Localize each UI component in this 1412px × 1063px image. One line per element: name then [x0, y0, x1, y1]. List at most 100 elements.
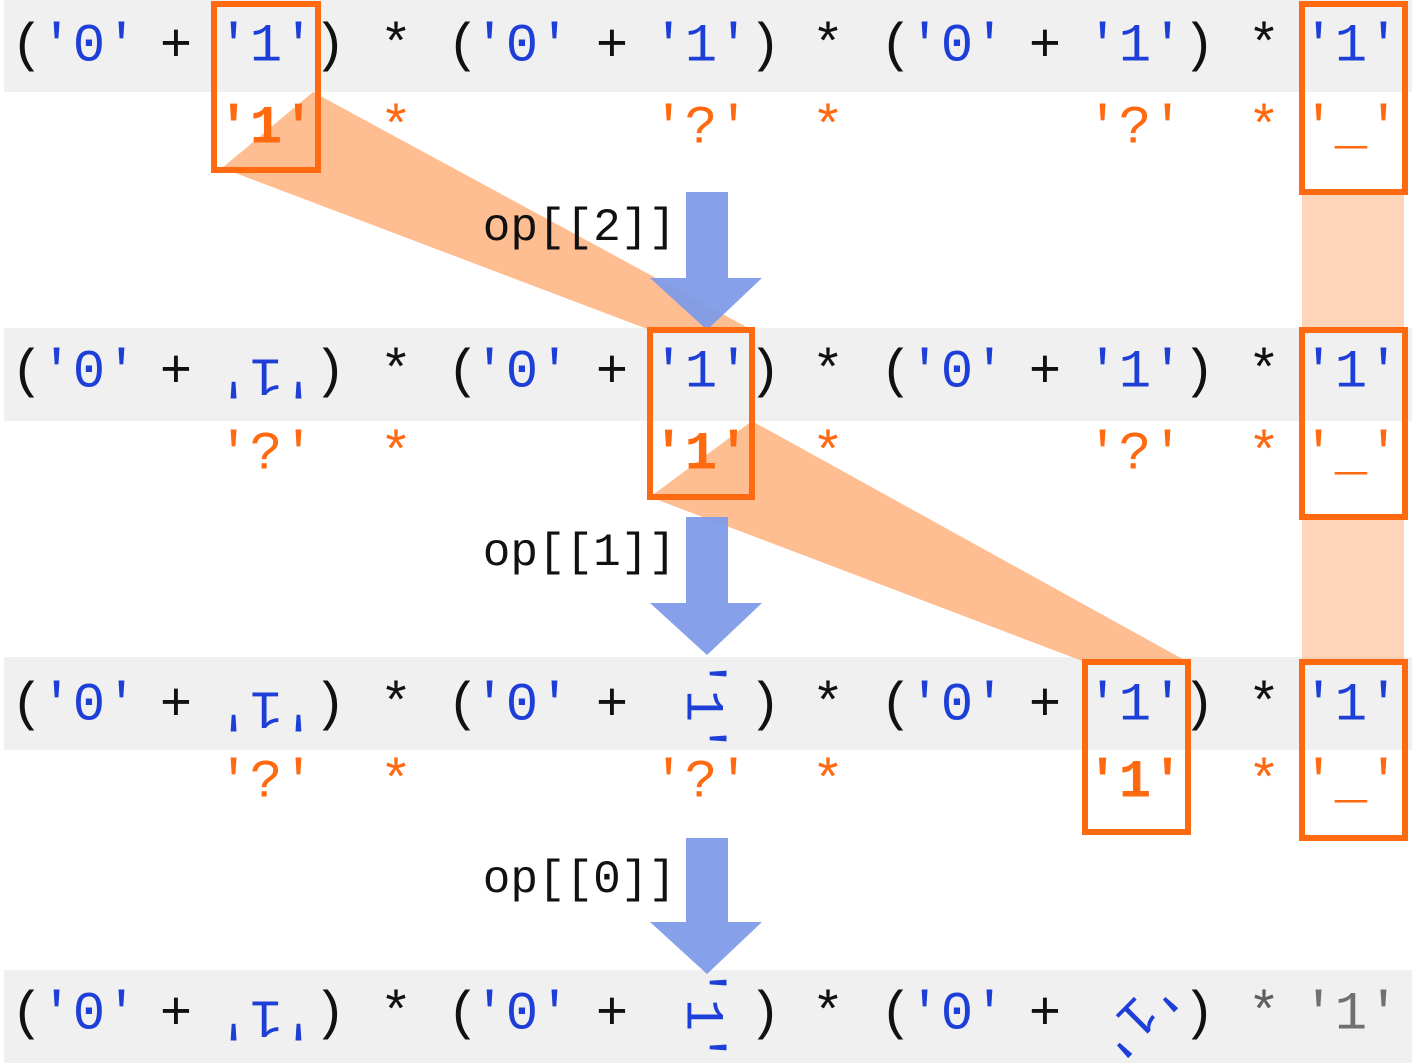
string-literal-token: '0' — [40, 17, 137, 78]
string-literal-token: '0' — [473, 985, 570, 1046]
multiply-operator: * — [812, 985, 844, 1046]
string-literal-token: '1' — [217, 985, 314, 1046]
annotation-token: '1' — [1086, 753, 1183, 814]
paren-token: ( — [447, 17, 479, 78]
paren-token: ) — [749, 985, 781, 1046]
string-literal-token: '1' — [671, 966, 732, 1063]
operation-label: op[[2]] — [483, 202, 676, 254]
paren-token: ) — [314, 985, 346, 1046]
highlight-box-5 — [1299, 327, 1408, 520]
plus-operator: + — [160, 985, 192, 1046]
step-arrows — [650, 192, 762, 974]
paren-token: ( — [11, 676, 43, 737]
paren-token: ) — [749, 676, 781, 737]
highlight-box-2 — [647, 327, 755, 500]
string-literal-token: '0' — [40, 985, 137, 1046]
annotation-token: '?' — [652, 753, 749, 814]
string-literal-token: '1' — [1086, 17, 1183, 78]
annotation-token: * — [1248, 99, 1280, 160]
annotation-token: * — [380, 99, 412, 160]
code-rows: ('0'+'1')*('0'+'1')*('0'+'1')*'1'('0'+'1… — [11, 17, 1400, 1063]
string-literal-token: '1' — [671, 657, 732, 754]
operation-labels: op[[2]]op[[1]]op[[0]] — [483, 202, 676, 906]
plus-operator: + — [1029, 676, 1061, 737]
highlight-box-1 — [211, 1, 321, 173]
string-literal-token: '0' — [473, 343, 570, 404]
string-literal-token: '0' — [40, 676, 137, 737]
paren-token: ( — [447, 676, 479, 737]
string-literal-token: '1' — [1086, 676, 1183, 737]
paren-token: ) — [1183, 343, 1215, 404]
string-literal-token: '1' — [1302, 676, 1399, 737]
multiply-operator: * — [380, 676, 412, 737]
string-literal-token: '0' — [908, 985, 1005, 1046]
string-literal-token: '0' — [40, 343, 137, 404]
multiply-operator: * — [380, 985, 412, 1046]
flow-bands — [222, 92, 1404, 662]
plus-operator: + — [160, 17, 192, 78]
flow-band-column-1 — [1302, 192, 1404, 330]
highlight-box-4 — [1299, 1, 1408, 195]
annotation-token: '_' — [1302, 753, 1399, 814]
string-literal-token: '1' — [217, 676, 314, 737]
paren-token: ( — [880, 985, 912, 1046]
paren-token: ) — [314, 676, 346, 737]
down-arrow-2 — [650, 517, 762, 655]
row-band-4 — [4, 970, 1412, 1063]
multiply-operator: * — [380, 17, 412, 78]
plus-operator: + — [1029, 343, 1061, 404]
annotation-token: '_' — [1302, 425, 1399, 486]
plus-operator: + — [160, 676, 192, 737]
paren-token: ) — [314, 343, 346, 404]
multiply-operator: * — [812, 343, 844, 404]
plus-operator: + — [1029, 17, 1061, 78]
paren-token: ( — [880, 17, 912, 78]
operation-label: op[[0]] — [483, 854, 676, 906]
plus-operator: + — [596, 676, 628, 737]
plus-operator: + — [596, 343, 628, 404]
flow-band-column-2 — [1302, 517, 1404, 662]
annotation-token: '_' — [1302, 99, 1399, 160]
down-arrow-1 — [650, 192, 762, 330]
annotation-token: * — [380, 425, 412, 486]
row-band-3 — [4, 657, 1412, 750]
row-band-1 — [4, 0, 1412, 92]
row-bands — [4, 0, 1412, 1063]
annotation-rows: '1'*'?'*'?'*'_''?'*'1'*'?'*'_''?'*'?'*'1… — [217, 99, 1399, 814]
paren-token: ( — [447, 343, 479, 404]
string-literal-token: '1' — [652, 17, 749, 78]
paren-token: ( — [880, 343, 912, 404]
string-literal-token: '1' — [1302, 17, 1399, 78]
string-literal-token: '1' — [652, 343, 749, 404]
string-literal-token: '1' — [1086, 343, 1183, 404]
string-literal-token: '0' — [473, 676, 570, 737]
plus-operator: + — [596, 985, 628, 1046]
annotation-token: '1' — [217, 99, 314, 160]
annotation-token: '?' — [217, 753, 314, 814]
annotation-token: '1' — [652, 425, 749, 486]
annotation-token: * — [812, 99, 844, 160]
paren-token: ) — [1183, 985, 1215, 1046]
annotation-token: '?' — [217, 425, 314, 486]
paren-token: ( — [447, 985, 479, 1046]
highlight-boxes — [211, 1, 1408, 841]
annotation-token: '?' — [1086, 99, 1183, 160]
multiply-operator: * — [1248, 343, 1280, 404]
string-literal-token: '1' — [217, 343, 314, 404]
multiply-operator: * — [1248, 985, 1280, 1046]
annotation-token: * — [812, 425, 844, 486]
string-literal-token: '0' — [908, 676, 1005, 737]
paren-token: ) — [749, 17, 781, 78]
multiply-operator: * — [1248, 676, 1280, 737]
flow-band-step-2 — [650, 421, 1188, 662]
highlight-box-3 — [1082, 659, 1191, 835]
multiply-operator: * — [812, 676, 844, 737]
string-literal-token: '0' — [908, 17, 1005, 78]
paren-token: ) — [1183, 17, 1215, 78]
string-literal-token: '1' — [217, 17, 314, 78]
paren-token: ( — [880, 676, 912, 737]
annotation-token: '?' — [652, 99, 749, 160]
annotation-token: * — [1248, 753, 1280, 814]
paren-token: ( — [11, 343, 43, 404]
